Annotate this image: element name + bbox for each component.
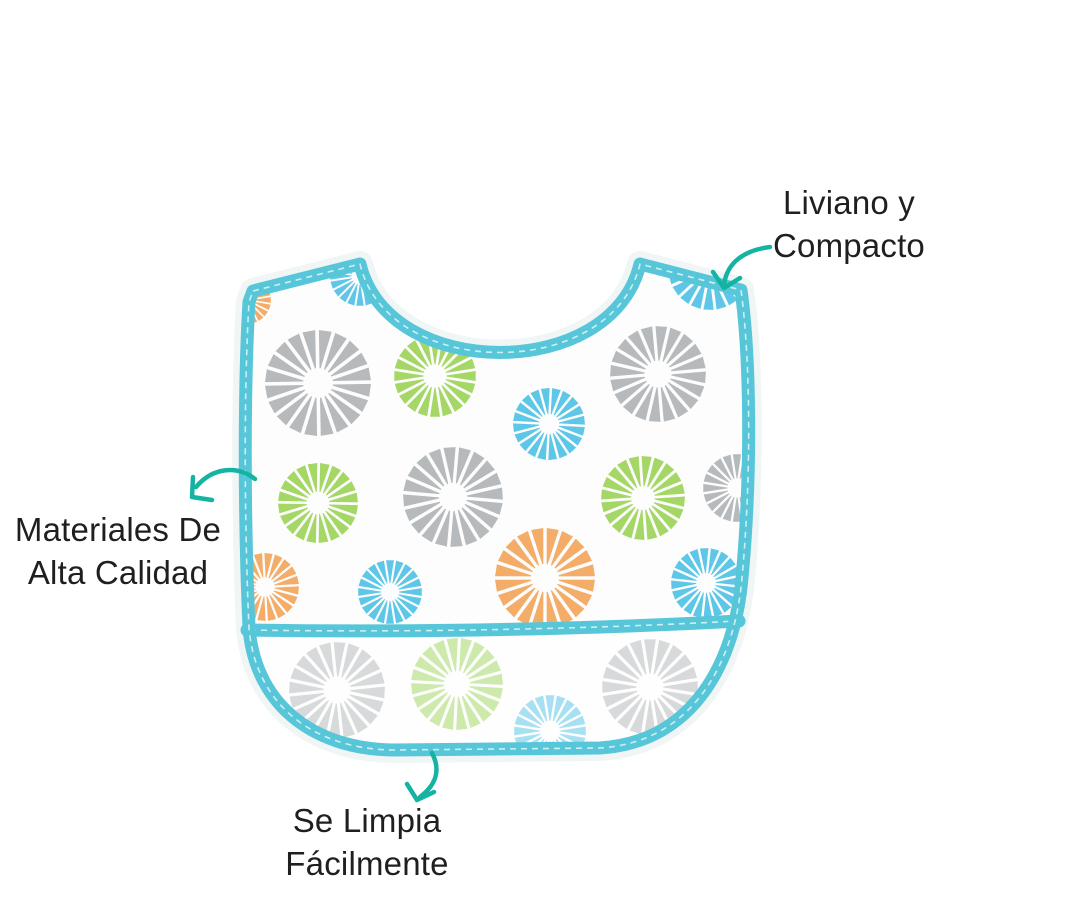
starburst-green xyxy=(411,638,503,730)
starburst-gray xyxy=(610,326,706,422)
starburst-gray xyxy=(703,454,749,522)
starburst-green xyxy=(278,463,358,543)
label-line: Liviano y xyxy=(782,184,916,221)
arrow-top-right-icon xyxy=(710,244,773,291)
starburst-blue xyxy=(671,548,741,618)
callout-arrows xyxy=(189,244,773,803)
starburst-orange xyxy=(495,528,595,628)
pocket-stitching xyxy=(249,620,737,632)
starburst-gray xyxy=(289,642,385,738)
starburst-green xyxy=(601,456,685,540)
pocket-film xyxy=(245,620,749,750)
starburst-gray xyxy=(403,447,503,547)
label-line: Materiales De xyxy=(14,511,222,548)
starburst-green xyxy=(394,335,476,417)
label-line: Compacto xyxy=(772,227,925,264)
starburst-blue xyxy=(514,695,586,750)
starburst-pattern-layer xyxy=(245,264,749,750)
starburst-blue xyxy=(513,388,585,460)
starburst-blue xyxy=(358,560,422,624)
starburst-gray xyxy=(602,639,698,735)
label-line: Alta Calidad xyxy=(27,554,209,591)
arrow-bottom-icon xyxy=(404,750,439,803)
label-line: Fácilmente xyxy=(285,845,449,882)
label-easy-to-clean: Se Limpia Fácilmente xyxy=(237,799,497,885)
label-line: Se Limpia xyxy=(292,802,442,839)
arrow-left-icon xyxy=(189,467,258,503)
label-lightweight-compact: Liviano y Compacto xyxy=(719,181,979,267)
starburst-gray xyxy=(265,330,371,436)
bib-trim-stitching xyxy=(244,263,750,751)
label-high-quality-materials: Materiales De Alta Calidad xyxy=(0,508,248,594)
